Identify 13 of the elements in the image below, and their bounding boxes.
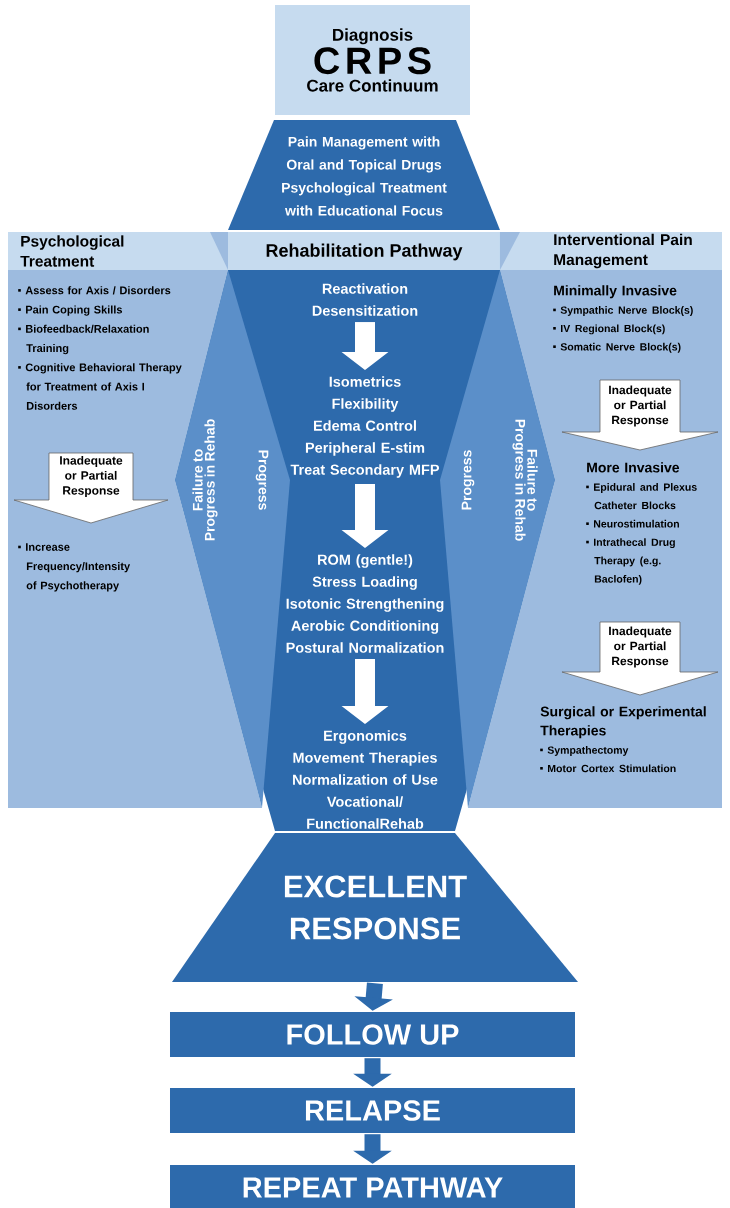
- bullet-list: Minimally Invasive Sympathic Nerve Block(s) IV Regional Block(s) Somatic Nerve Block(s): [553, 285, 693, 353]
- step-text: ROM (gentle!) Stress Loading Isotonic Strengthening Aerobic Conditioning Postural Normalization: [286, 554, 444, 653]
- trapezoid-box: EXCELLENT RESPONSE: [172, 833, 578, 982]
- process-box: REPEAT PATHWAY: [170, 1165, 575, 1208]
- bullet-list: Increase Frequency/Intensity of Psychotherapy: [18, 543, 131, 592]
- rotated-label: Failure to Progress in Rehab: [512, 419, 538, 541]
- rotated-label: Failure to Progress in Rehab: [192, 419, 218, 541]
- title-box: Diagnosis CRPS Care Continuum: [275, 5, 470, 115]
- bullet-list: More Invasive Epidural and Plexus Catheter Blocks Neurostimulation Intrathecal Drug Therapy (e.g. Baclofen): [586, 462, 697, 585]
- step-text: Isometrics Flexibility Edema Control Peripheral E-stim Treat Secondary MFP: [290, 376, 439, 478]
- step-text: Reactivation Desensitization: [312, 283, 418, 316]
- trapezoid-box: Pain Management with Oral and Topical Drugs Psychological Treatment with Educational Focus: [228, 120, 500, 230]
- step-text: Ergonomics Movement Therapies Normalization of Use Vocational/ FunctionalRehab: [293, 730, 438, 829]
